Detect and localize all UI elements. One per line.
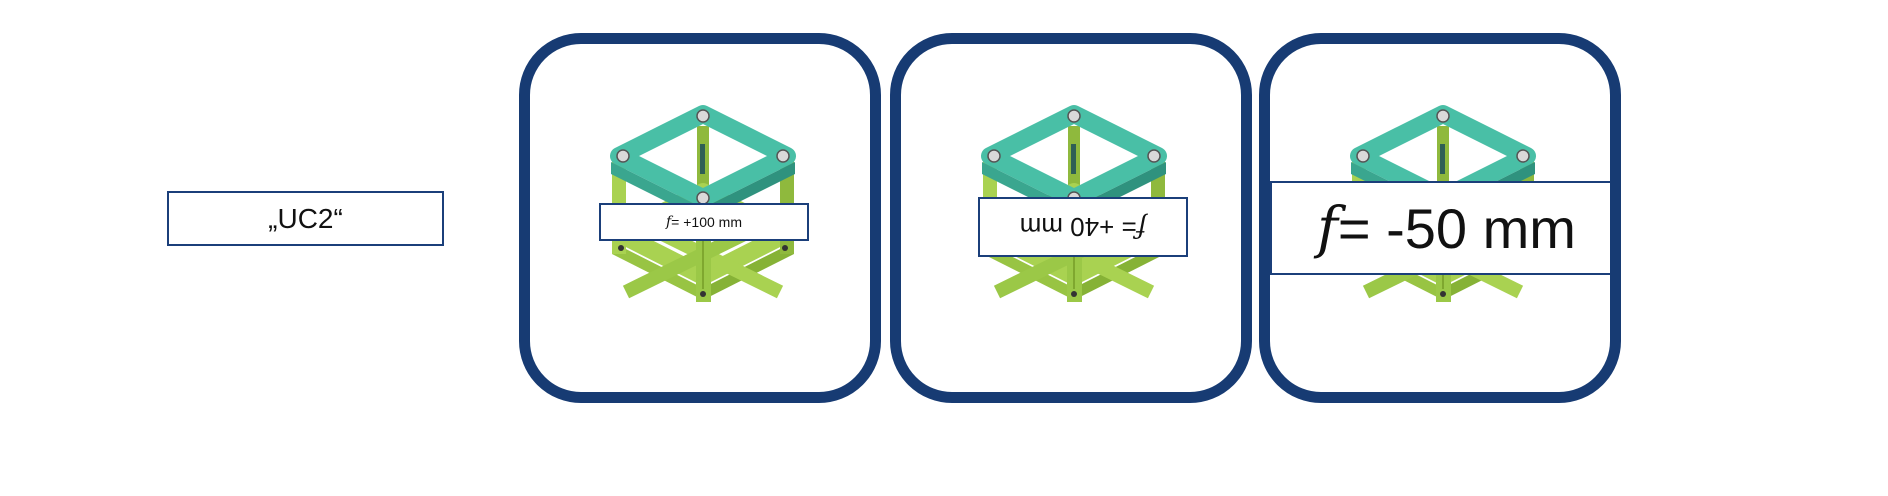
focal-symbol: f <box>1136 212 1147 242</box>
lens-card-2: f = +40 mm <box>890 33 1252 403</box>
uc2-label: „UC2“ <box>167 191 444 246</box>
focal-length-value: = -50 mm <box>1337 196 1576 260</box>
lens-card-3: f = -50 mm <box>1259 33 1621 403</box>
focal-length-value: = +40 mm <box>1019 212 1137 243</box>
focal-symbol: f <box>665 214 672 230</box>
uc2-label-text: „UC2“ <box>268 202 343 234</box>
focal-symbol: f <box>1317 195 1338 261</box>
focal-length-label: f = +100 mm <box>599 203 809 241</box>
lens-card-1: f = +100 mm <box>519 33 881 403</box>
focal-length-value: = +100 mm <box>671 214 742 230</box>
focal-length-label-upside-down: f = +40 mm <box>978 197 1188 257</box>
focal-length-label: f = -50 mm <box>1270 181 1610 275</box>
